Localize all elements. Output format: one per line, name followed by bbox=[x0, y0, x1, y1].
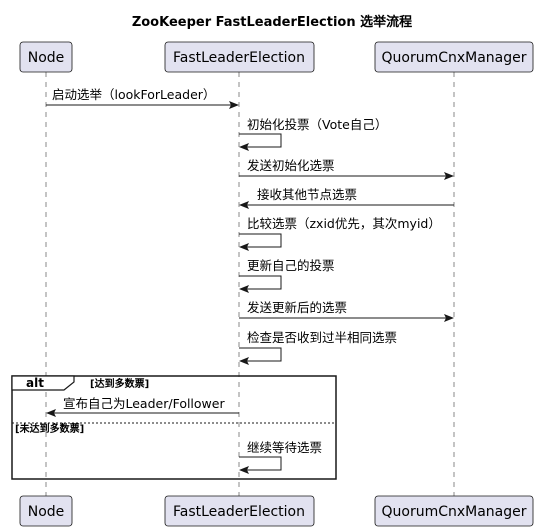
alt-fragment-tab bbox=[11, 375, 75, 391]
message-0-label: 启动选举（lookForLeader） bbox=[52, 87, 215, 102]
participant-fle-top bbox=[164, 41, 315, 73]
participant-qcm-top bbox=[374, 41, 534, 73]
message-6-label: 发送更新后的选票 bbox=[247, 300, 347, 315]
participant-fle-bottom bbox=[164, 495, 315, 527]
message-8-label: 宣布自己为Leader/Follower bbox=[63, 396, 225, 411]
participant-node-bottom bbox=[19, 495, 73, 527]
alt-keyword: alt bbox=[26, 376, 44, 390]
message-9: 继续等待选票 bbox=[239, 440, 322, 474]
message-5-label: 更新自己的投票 bbox=[247, 258, 335, 273]
participant-node-top bbox=[19, 41, 73, 73]
participant-fle-label-bottom: FastLeaderElection bbox=[173, 504, 305, 520]
message-2-label: 发送初始化选票 bbox=[247, 158, 335, 173]
diagram-title: ZooKeeper FastLeaderElection 选举流程 bbox=[132, 14, 412, 30]
alt-condition-2: [未达到多数票] bbox=[15, 422, 84, 435]
participant-qcm-bottom bbox=[374, 495, 534, 527]
participant-qcm-label-top: QuorumCnxManager bbox=[381, 50, 526, 66]
message-0: 启动选举（lookForLeader） bbox=[46, 87, 239, 109]
message-4: 比较选票（zxid优先，其次myid） bbox=[239, 216, 441, 251]
message-8: 宣布自己为Leader/Follower bbox=[46, 396, 239, 417]
participant-node-label-bottom: Node bbox=[28, 504, 65, 520]
participant-fle-label-top: FastLeaderElection bbox=[173, 50, 305, 66]
message-7: 检查是否收到过半相同选票 bbox=[239, 330, 397, 365]
alt-condition-1: [达到多数票] bbox=[90, 377, 149, 390]
message-2: 发送初始化选票 bbox=[239, 158, 454, 180]
message-1: 初始化投票（Vote自己） bbox=[239, 117, 387, 151]
message-9-label: 继续等待选票 bbox=[247, 440, 322, 455]
message-5: 更新自己的投票 bbox=[239, 258, 335, 293]
message-3-label: 接收其他节点选票 bbox=[257, 187, 357, 202]
message-6: 发送更新后的选票 bbox=[239, 300, 454, 322]
participant-node-label-top: Node bbox=[28, 50, 65, 66]
message-4-label: 比较选票（zxid优先，其次myid） bbox=[247, 216, 441, 231]
alt-fragment bbox=[11, 375, 337, 480]
message-1-label: 初始化投票（Vote自己） bbox=[247, 117, 387, 132]
message-3: 接收其他节点选票 bbox=[239, 187, 454, 209]
message-7-label: 检查是否收到过半相同选票 bbox=[247, 330, 397, 345]
participant-qcm-label-bottom: QuorumCnxManager bbox=[381, 504, 526, 520]
